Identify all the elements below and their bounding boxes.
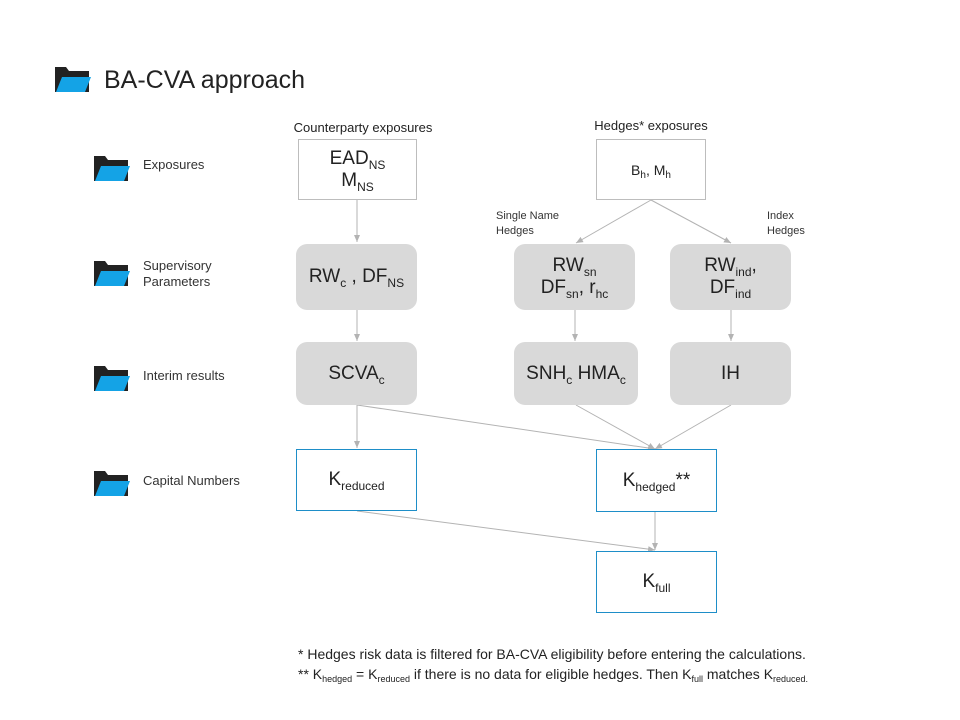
arrow-ih-to-khedged	[654, 404, 732, 450]
arrow-bh-to-rwsn	[575, 199, 652, 244]
footnote-2: ** Khedged = Kreduced if there is no dat…	[298, 666, 809, 684]
arrow-snh-to-khedged	[575, 404, 656, 450]
caption-single-name-hedges: Single Name Hedges	[496, 209, 559, 239]
caption-line: Single Name	[496, 210, 559, 222]
box-rw-df-single-name: RWsn DFsn, rhc	[514, 244, 635, 310]
folder-icon	[94, 471, 130, 496]
folder-icon	[55, 67, 91, 92]
box-line-ead: EADNS	[329, 147, 386, 172]
folder-icon	[94, 366, 130, 391]
box-rw-df-counterparty: RWc , DFNS	[296, 244, 417, 310]
box-line-scva: SCVAc	[328, 362, 385, 387]
box-line-rwsn: RWsn	[552, 255, 597, 279]
caption-index-hedges: Index Hedges	[767, 209, 805, 239]
row-label-supervisory-parameters: Supervisory Parameters	[143, 258, 212, 290]
box-ih: IH	[670, 342, 791, 405]
box-rw-df-index: RWind, DFind	[670, 244, 791, 310]
box-k-reduced: Kreduced	[296, 449, 417, 511]
row-label-line: Parameters	[143, 274, 211, 289]
box-line-rwind: RWind,	[704, 255, 757, 279]
box-line-dfind: DFind	[709, 277, 752, 301]
box-line-m: MNS	[341, 169, 374, 194]
caption-line: Hedges	[767, 225, 805, 237]
box-counterparty-exposures: EADNS MNS	[298, 139, 417, 200]
box-line-kfull: Kfull	[642, 571, 671, 595]
arrow-kreduced-to-kfull	[356, 510, 656, 553]
row-label-capital-numbers: Capital Numbers	[143, 473, 240, 488]
box-line-dfsn-rhc: DFsn, rhc	[540, 277, 609, 301]
box-scva: SCVAc	[296, 342, 417, 405]
column-caption-hedges: Hedges* exposures	[594, 118, 708, 133]
column-caption-counterparty: Counterparty exposures	[293, 120, 433, 135]
arrow-bh-to-rwind	[650, 199, 732, 244]
caption-line: Index	[767, 210, 794, 222]
row-label-exposures: Exposures	[143, 157, 205, 172]
row-label-line: Supervisory	[143, 258, 212, 273]
arrow-scva-to-khedged	[356, 404, 656, 451]
box-line-khedged: Khedged**	[622, 469, 691, 494]
page-title: BA-CVA approach	[104, 66, 306, 94]
box-k-hedged: Khedged**	[596, 449, 717, 512]
box-line-bh-mh: Bh, Mh	[631, 161, 671, 181]
caption-line: Hedges	[496, 225, 534, 237]
footnote-1: * Hedges risk data is filtered for BA-CV…	[298, 646, 806, 662]
folder-icon	[94, 261, 130, 286]
box-hedges-exposures: Bh, Mh	[596, 139, 706, 200]
box-line-rwc-dfns: RWc , DFNS	[308, 266, 405, 290]
box-line-snh-hma: SNHc HMAc	[526, 362, 626, 387]
folder-icon	[94, 156, 130, 181]
box-k-full: Kfull	[596, 551, 717, 613]
box-line-kreduced: Kreduced	[328, 469, 385, 493]
row-label-interim-results: Interim results	[143, 368, 225, 383]
box-snh-hma: SNHc HMAc	[514, 342, 638, 405]
box-line-ih: IH	[721, 362, 740, 384]
